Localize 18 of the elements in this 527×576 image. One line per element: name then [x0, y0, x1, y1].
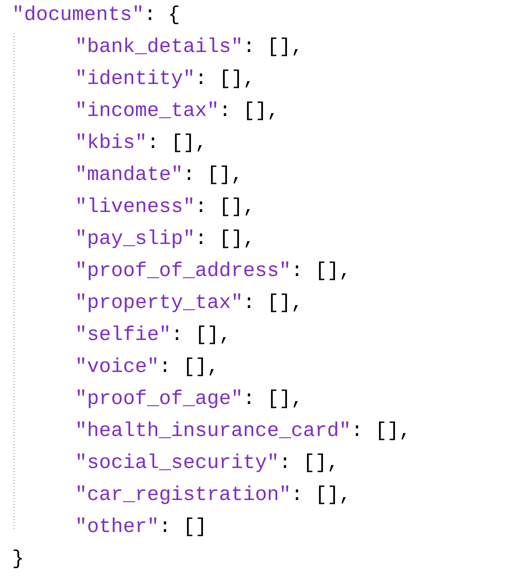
code-line: "income_tax": [],: [75, 99, 280, 125]
code-line: "kbis": [],: [75, 131, 208, 157]
code-line: "other": []: [75, 515, 208, 541]
code-line: "bank_details": [],: [75, 35, 304, 61]
code-line: "proof_of_age": [],: [75, 387, 304, 413]
code-line: "identity": [],: [75, 67, 256, 93]
code-line: "voice": [],: [75, 355, 220, 381]
code-line: "social_security": [],: [75, 451, 340, 477]
code-line: "documents": {: [12, 3, 180, 29]
code-line: }: [12, 547, 24, 573]
code-line: "proof_of_address": [],: [75, 259, 352, 285]
code-line: "car_registration": [],: [75, 483, 352, 509]
code-line: "property_tax": [],: [75, 291, 304, 317]
code-line: "liveness": [],: [75, 195, 256, 221]
code-line: "mandate": [],: [75, 163, 244, 189]
code-line: "selfie": [],: [75, 323, 232, 349]
code-line: "health_insurance_card": [],: [75, 419, 412, 445]
code-line: "pay_slip": [],: [75, 227, 256, 253]
